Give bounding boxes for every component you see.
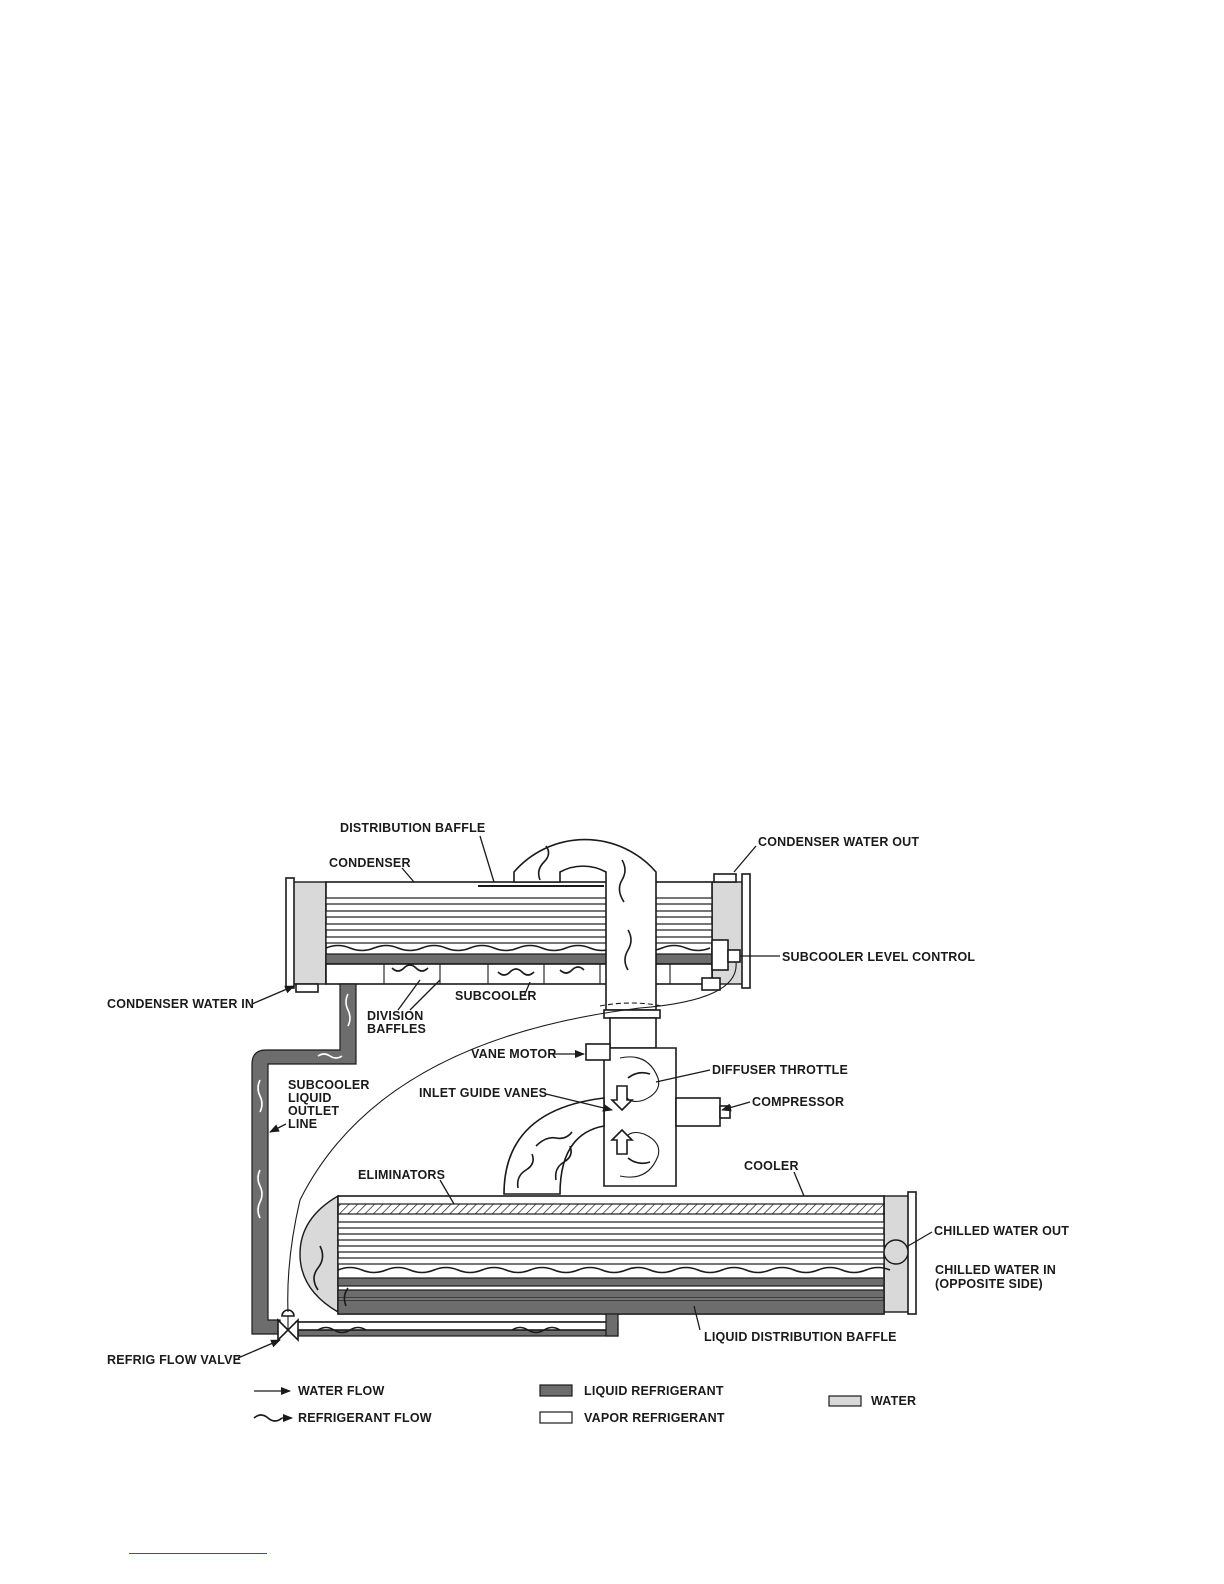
condenser-tube bbox=[325, 897, 713, 905]
legend-vapor-refrigerant: VAPOR REFRIGERANT bbox=[584, 1411, 725, 1425]
label-chilled-water-out: CHILLED WATER OUT bbox=[934, 1224, 1069, 1238]
label-refrig-flow-valve: REFRIG FLOW VALVE bbox=[107, 1353, 241, 1367]
label-chilled-water-in-1: CHILLED WATER IN bbox=[935, 1263, 1056, 1277]
condenser-tube bbox=[325, 923, 713, 931]
label-division-baffles-2: BAFFLES bbox=[367, 1022, 426, 1036]
cooler-tube bbox=[337, 1245, 885, 1253]
cooler-left-head bbox=[299, 1194, 339, 1314]
refrigerant-flow-arrow-icon bbox=[253, 1414, 283, 1422]
label-subcooler-liquid-outlet-line-1: SUBCOOLER bbox=[288, 1078, 370, 1092]
legend-water-flow: WATER FLOW bbox=[298, 1384, 384, 1398]
refrig-flow-valve bbox=[277, 1309, 299, 1342]
legend-refrigerant-flow: REFRIGERANT FLOW bbox=[298, 1411, 432, 1425]
condenser-tube bbox=[325, 910, 713, 918]
label-subcooler-liquid-outlet-line-4: LINE bbox=[288, 1117, 317, 1131]
subcooler-level-control-sensor bbox=[727, 949, 741, 963]
compressor-housing bbox=[603, 1047, 677, 1187]
control-signal-line bbox=[287, 961, 737, 1313]
subcooler-level-control bbox=[711, 939, 729, 971]
legend: WATER FLOW REFRIGERANT FLOW LIQUID REFRI… bbox=[253, 1384, 916, 1425]
label-diffuser-throttle: DIFFUSER THROTTLE bbox=[712, 1063, 848, 1077]
label-chilled-water-in-2: (OPPOSITE SIDE) bbox=[935, 1277, 1043, 1291]
condenser-water-out-nozzle bbox=[713, 873, 737, 883]
label-cooler: COOLER bbox=[744, 1159, 799, 1173]
label-subcooler-liquid-outlet-line-3: OUTLET bbox=[288, 1104, 339, 1118]
subcooler-refrigerant-flow bbox=[559, 966, 585, 974]
label-distribution-baffle: DISTRIBUTION BAFFLE bbox=[340, 821, 485, 835]
condenser-water-in-nozzle bbox=[295, 983, 319, 993]
condenser bbox=[285, 873, 751, 993]
label-condenser-water-out: CONDENSER WATER OUT bbox=[758, 835, 919, 849]
label-division-baffles-1: DIVISION bbox=[367, 1009, 423, 1023]
compressor-shaft bbox=[675, 1097, 721, 1127]
cooler bbox=[299, 1191, 917, 1315]
chilled-water-out-nozzle bbox=[883, 1239, 909, 1265]
liquid-distribution-baffle bbox=[337, 1299, 885, 1315]
subcooler-refrigerant-flow bbox=[391, 964, 429, 972]
discharge-pipe bbox=[513, 838, 663, 1049]
label-subcooler-liquid-outlet-line-2: LIQUID bbox=[288, 1091, 332, 1105]
vapor-refrigerant-swatch bbox=[539, 1411, 573, 1424]
legend-liquid-refrigerant: LIQUID REFRIGERANT bbox=[584, 1384, 724, 1398]
subcooler-outlet-box bbox=[701, 977, 721, 991]
legend-water: WATER bbox=[871, 1394, 916, 1408]
label-condenser: CONDENSER bbox=[329, 856, 411, 870]
label-compressor: COMPRESSOR bbox=[752, 1095, 844, 1109]
condenser-right-flange bbox=[741, 873, 751, 989]
label-liquid-distribution-baffle: LIQUID DISTRIBUTION BAFFLE bbox=[704, 1330, 897, 1344]
liquid-refrigerant-swatch bbox=[539, 1384, 573, 1397]
suction-pipe bbox=[503, 1097, 605, 1195]
discharge-flange bbox=[603, 1009, 661, 1019]
subcooler-refrigerant-flow bbox=[497, 968, 535, 976]
water-swatch bbox=[828, 1395, 862, 1407]
condenser-left-waterbox bbox=[291, 881, 327, 985]
label-condenser-water-in: CONDENSER WATER IN bbox=[107, 997, 254, 1011]
subcooler-liquid-outlet-line bbox=[251, 983, 357, 1335]
footer-link-underline[interactable] bbox=[129, 1553, 267, 1554]
label-subcooler-level-control: SUBCOOLER LEVEL CONTROL bbox=[782, 950, 975, 964]
cooler-liquid-tube bbox=[337, 1289, 885, 1299]
label-inlet-guide-vanes: INLET GUIDE VANES bbox=[419, 1086, 547, 1100]
compressor bbox=[585, 1043, 731, 1187]
cooler-tube bbox=[337, 1221, 885, 1229]
cooler-tube bbox=[337, 1233, 885, 1241]
cooler-liquid-level bbox=[337, 1266, 891, 1274]
label-subcooler: SUBCOOLER bbox=[455, 989, 537, 1003]
vane-motor bbox=[585, 1043, 611, 1061]
cooler-feed-line bbox=[295, 1313, 619, 1337]
label-eliminators: ELIMINATORS bbox=[358, 1168, 445, 1182]
eliminators bbox=[337, 1203, 885, 1215]
label-vane-motor: VANE MOTOR bbox=[471, 1047, 557, 1061]
condenser-left-flange bbox=[285, 877, 295, 989]
cooler-liquid-tube bbox=[337, 1277, 885, 1287]
cooler-tube bbox=[337, 1257, 885, 1265]
cooler-right-flange bbox=[907, 1191, 917, 1315]
